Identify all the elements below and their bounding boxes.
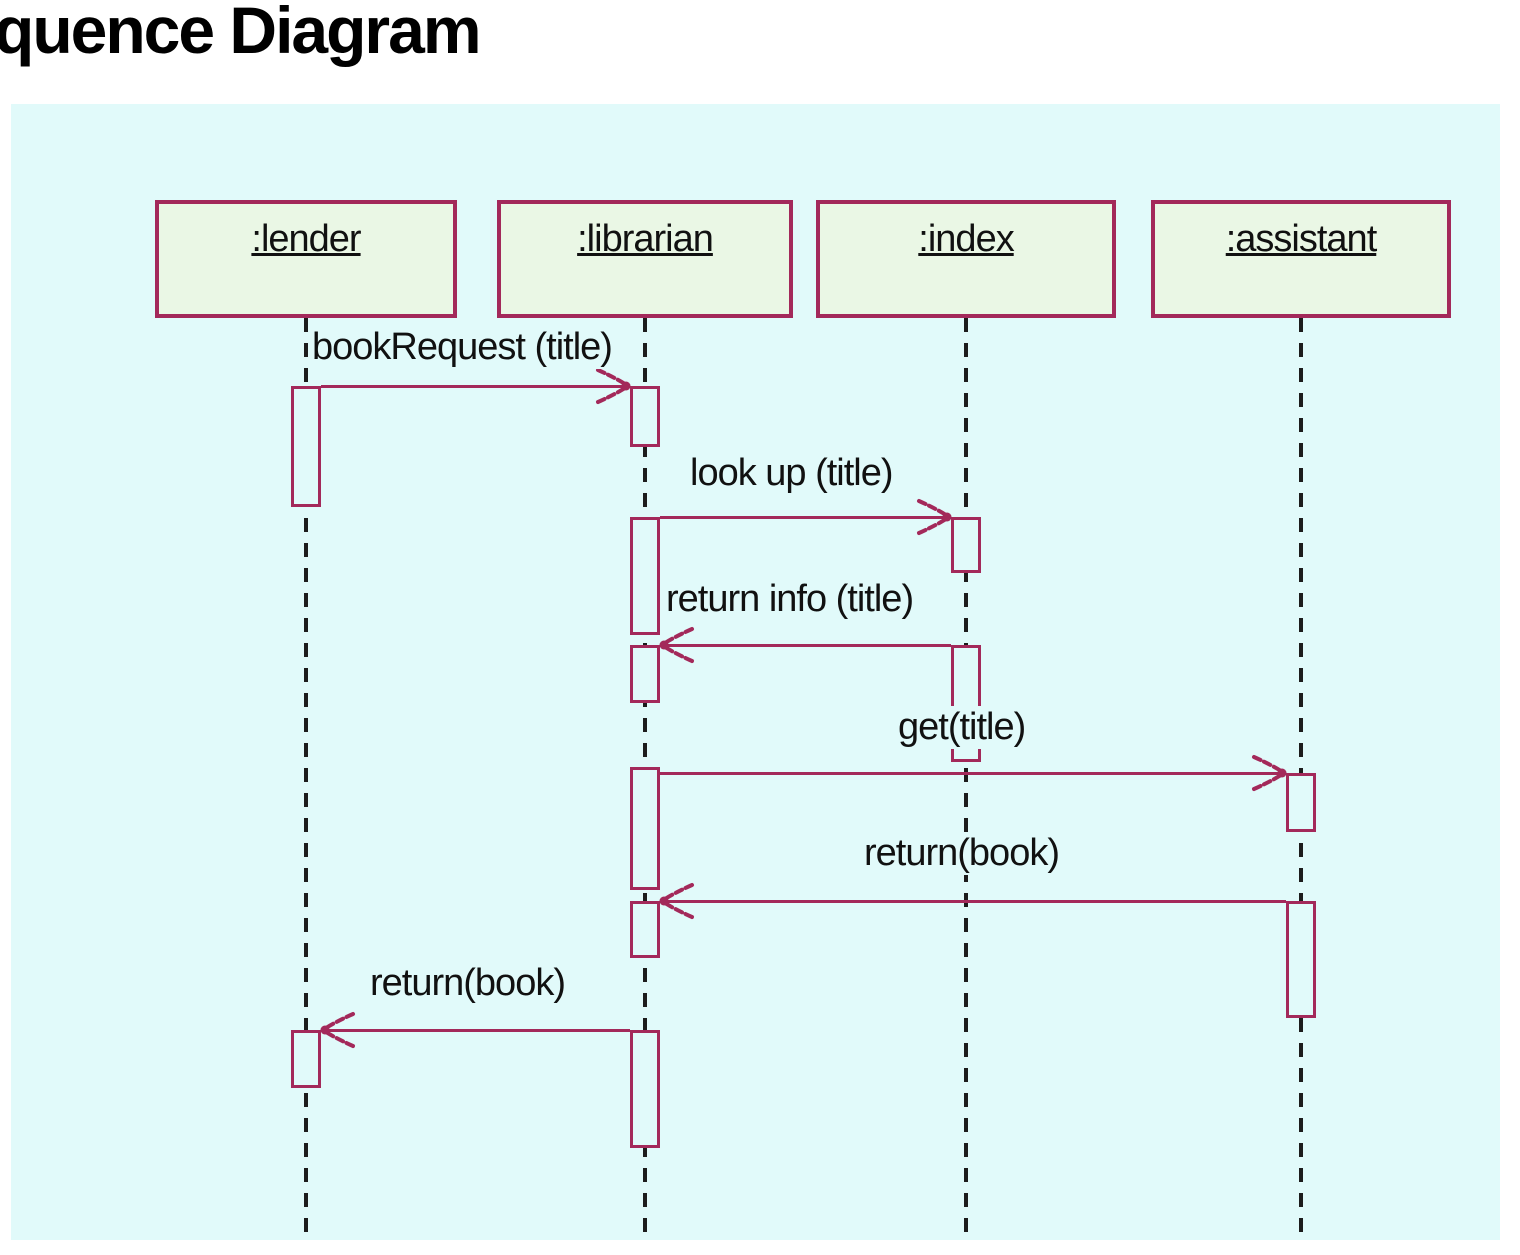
- actor-label: :librarian: [577, 218, 714, 260]
- actor-box-lender: :lender: [155, 200, 457, 318]
- message-line: [321, 385, 630, 388]
- message-line: [321, 1029, 630, 1032]
- activation-bar: [1286, 901, 1316, 1018]
- message-line: [660, 644, 951, 647]
- message-label: return info (title): [662, 578, 918, 621]
- arrowhead-icon: [1246, 751, 1290, 795]
- arrowhead-icon: [317, 1008, 361, 1052]
- activation-bar: [630, 1030, 660, 1148]
- message-label: bookRequest (title): [308, 326, 616, 369]
- message-label: get(title): [894, 706, 1030, 749]
- activation-bar: [630, 645, 660, 703]
- activation-bar: [630, 767, 660, 890]
- actor-label: :index: [918, 218, 1014, 260]
- actor-box-index: :index: [816, 200, 1116, 318]
- message-line: [660, 900, 1286, 903]
- activation-bar: [630, 517, 660, 635]
- activation-bar: [291, 386, 321, 507]
- activation-bar: [630, 386, 660, 447]
- actor-label: :assistant: [1225, 218, 1378, 260]
- activation-bar: [630, 901, 660, 958]
- arrowhead-icon: [656, 623, 700, 667]
- actor-label: :lender: [251, 218, 361, 260]
- lifeline-index: [964, 318, 968, 1240]
- arrowhead-icon: [656, 879, 700, 923]
- message-line: [660, 772, 1286, 775]
- lifeline-lender: [304, 318, 308, 1240]
- activation-bar: [1286, 773, 1316, 832]
- activation-bar: [291, 1030, 321, 1088]
- message-label: look up (title): [686, 452, 897, 495]
- activation-bar: [951, 517, 981, 573]
- arrowhead-icon: [590, 364, 634, 408]
- message-label: return(book): [366, 962, 569, 1005]
- actor-box-librarian: :librarian: [497, 200, 793, 318]
- page-title: quence Diagram: [0, 0, 481, 67]
- message-label: return(book): [860, 832, 1063, 875]
- arrowhead-icon: [911, 495, 955, 539]
- message-line: [660, 516, 951, 519]
- actor-box-assistant: :assistant: [1151, 200, 1451, 318]
